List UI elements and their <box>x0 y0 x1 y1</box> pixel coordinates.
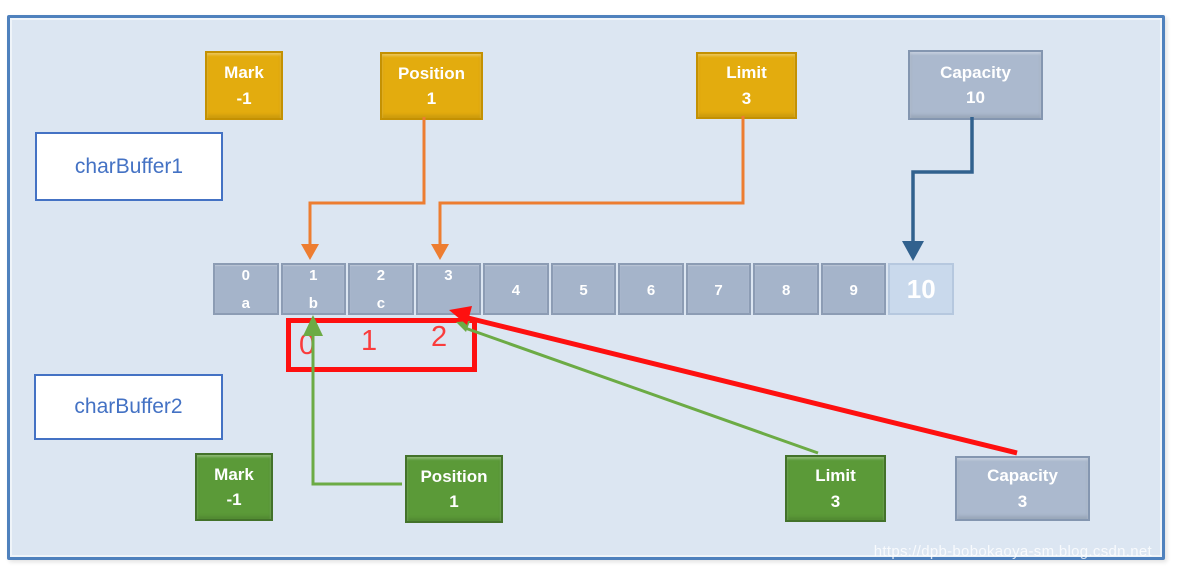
array-cell-4: 4 <box>483 263 549 315</box>
buffer1-limit-label: Limit <box>726 63 767 82</box>
buffer2-capacity-box: Capacity 3 <box>955 456 1090 521</box>
cell-index: 3 <box>444 267 453 284</box>
array-cell-10-capacity: 10 <box>888 263 955 315</box>
array-cell-7: 7 <box>685 263 752 315</box>
cell-index: 7 <box>714 282 723 300</box>
buffer1-mark-label: Mark <box>224 63 264 82</box>
buffer1-capacity-box: Capacity 10 <box>908 50 1043 120</box>
buffer2-capacity-value: 3 <box>1017 491 1028 511</box>
buffer1-capacity-value: 10 <box>966 88 985 107</box>
diagram-canvas: Mark -1 Position 1 Limit 3 Capacity 10 c… <box>7 15 1165 560</box>
buffer2-limit-label: Limit <box>815 466 856 485</box>
buffer1-limit-box: Limit 3 <box>696 52 797 119</box>
buffer1-mark-value: -1 <box>236 88 252 108</box>
buffer2-position-box: Position 1 <box>405 455 503 523</box>
cell-index: 5 <box>579 282 588 300</box>
buffer2-position-value: 1 <box>449 492 459 511</box>
cell-char: b <box>308 295 318 312</box>
cell-char: a <box>241 295 250 312</box>
buffer1-name-label: charBuffer1 <box>74 154 184 178</box>
buffer-array: 0 a 1 b 2 c 3 4 5 6 <box>213 263 955 315</box>
slice-index-0: 0 <box>299 329 316 361</box>
buffer1-name-box: charBuffer1 <box>35 132 223 201</box>
buffer2-mark-value: -1 <box>226 490 242 509</box>
cell-index: 1 <box>309 267 318 284</box>
slice-index-2: 2 <box>431 321 448 353</box>
watermark-text: https://dpb-bobokaoya-sm.blog.csdn.net <box>873 543 1152 560</box>
array-cell-6: 6 <box>618 263 684 315</box>
buffer1-capacity-label: Capacity <box>940 62 1011 82</box>
array-cell-5: 5 <box>550 263 617 315</box>
buffer2-capacity-label: Capacity <box>987 466 1058 485</box>
array-cell-3: 3 <box>415 263 482 315</box>
slice-index-1: 1 <box>361 325 378 357</box>
cell-char: c <box>376 295 386 312</box>
array-cell-2: 2 c <box>348 263 414 315</box>
buffer1-mark-box: Mark -1 <box>205 51 283 120</box>
buffer2-limit-value: 3 <box>830 491 841 511</box>
buffer2-position-label: Position <box>420 466 488 486</box>
array-cell-1: 1 b <box>280 263 347 315</box>
cell-index: 10 <box>906 273 936 304</box>
cell-index: 4 <box>511 282 521 300</box>
buffer1-position-value: 1 <box>426 89 437 108</box>
buffer1-position-box: Position 1 <box>380 52 483 120</box>
buffer2-mark-label: Mark <box>214 464 254 484</box>
buffer2-name-box: charBuffer2 <box>34 374 223 440</box>
cell-index: 0 <box>241 267 250 284</box>
cell-index: 2 <box>376 267 386 284</box>
array-cell-9: 9 <box>820 263 887 315</box>
buffer2-name-label: charBuffer2 <box>74 395 183 418</box>
cell-index: 8 <box>781 282 791 300</box>
buffer2-mark-box: Mark -1 <box>195 453 273 521</box>
array-cell-8: 8 <box>753 263 819 315</box>
cell-index: 9 <box>849 282 858 300</box>
array-cell-0: 0 a <box>213 263 279 315</box>
buffer1-position-label: Position <box>397 63 466 83</box>
buffer2-limit-box: Limit 3 <box>785 455 886 522</box>
cell-index: 6 <box>646 282 656 300</box>
buffer1-limit-value: 3 <box>741 88 752 108</box>
